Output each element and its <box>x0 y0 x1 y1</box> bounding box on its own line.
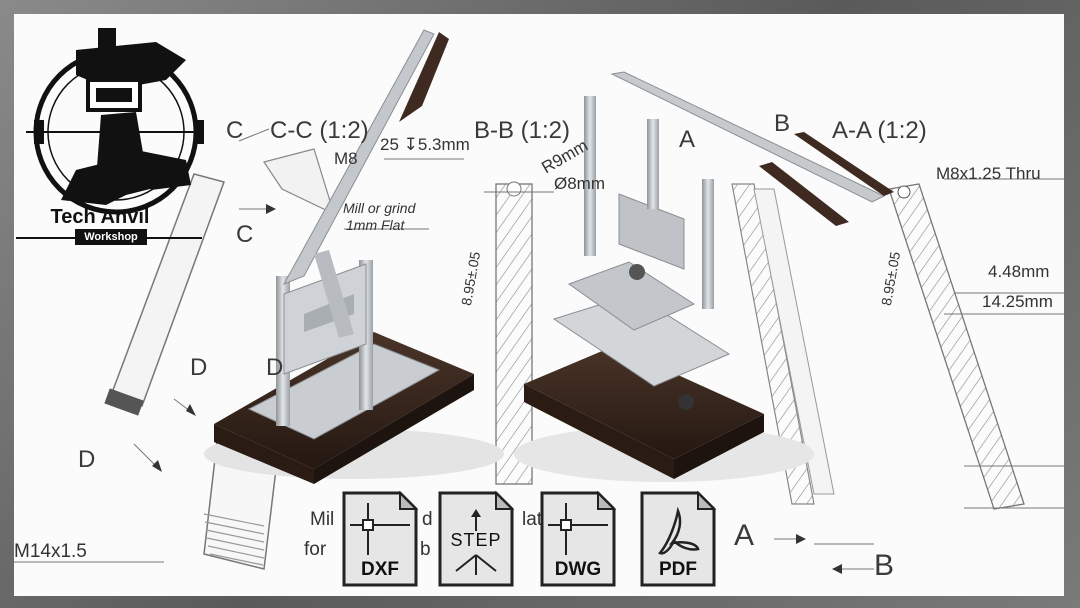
step-file-icon[interactable]: STEP <box>438 490 515 587</box>
note-depth: 25 ↧5.3mm <box>380 135 470 154</box>
press-render-left <box>204 29 504 484</box>
middle-section <box>731 183 835 505</box>
section-b-mark-bottom: B <box>874 549 895 582</box>
note-m8-thru: M8x1.25 Thru <box>936 164 1041 183</box>
note-dia8: Ø8mm <box>554 174 605 193</box>
dwg-label: DWG <box>554 559 602 580</box>
press-render-right <box>514 71 894 482</box>
section-cc-title: C-C (1:2) <box>270 117 369 144</box>
section-a-mark-top: A <box>679 126 696 153</box>
note-for-bottom: for <box>304 539 327 560</box>
note-d-fragment: d <box>422 509 433 530</box>
section-c-mark-top: C <box>226 117 244 144</box>
aa-section <box>888 178 1064 510</box>
section-d-mark-lower: D <box>78 446 96 473</box>
section-arrows <box>152 204 842 574</box>
pin-drawing-left <box>104 173 225 416</box>
step-label: STEP <box>450 530 502 550</box>
tech-anvil-logo <box>26 28 204 215</box>
note-mill-line2: 1mm Flat <box>346 217 405 233</box>
bb-section <box>484 181 554 485</box>
note-lat: lat <box>522 509 543 530</box>
section-d-mark-upper: D <box>190 354 208 381</box>
cc-section-part <box>263 148 335 216</box>
pdf-file-icon[interactable]: PDF <box>640 490 717 587</box>
dim-14-25: 14.25mm <box>982 292 1053 311</box>
section-d-mark-mid: D <box>266 354 284 381</box>
drawing-sheet: C-C (1:2) B-B (1:2) A-A (1:2) C C B B A … <box>14 14 1064 596</box>
dwg-file-icon[interactable]: DWG <box>540 490 617 587</box>
section-bb-title: B-B (1:2) <box>474 117 571 144</box>
note-b-fragment: b <box>420 539 431 560</box>
brand-name: Tech Anvil <box>50 206 150 228</box>
technical-drawing <box>14 29 1064 574</box>
section-a-mark-bottom: A <box>734 519 755 552</box>
dxf-label: DXF <box>361 559 399 580</box>
pdf-label: PDF <box>659 559 697 580</box>
section-b-mark-top: B <box>774 110 791 137</box>
note-thread: M14x1.5 <box>14 541 87 562</box>
note-m8: M8 <box>334 149 358 168</box>
dim-4-48: 4.48mm <box>988 262 1050 281</box>
section-aa-title: A-A (1:2) <box>832 117 927 144</box>
dxf-file-icon[interactable]: DXF <box>342 490 419 587</box>
note-mill-bottom: Mil <box>310 509 335 530</box>
section-c-mark-bottom: C <box>236 221 254 248</box>
note-mill-line1: Mill or grind <box>343 200 416 216</box>
brand-subtitle: Workshop <box>75 229 147 245</box>
